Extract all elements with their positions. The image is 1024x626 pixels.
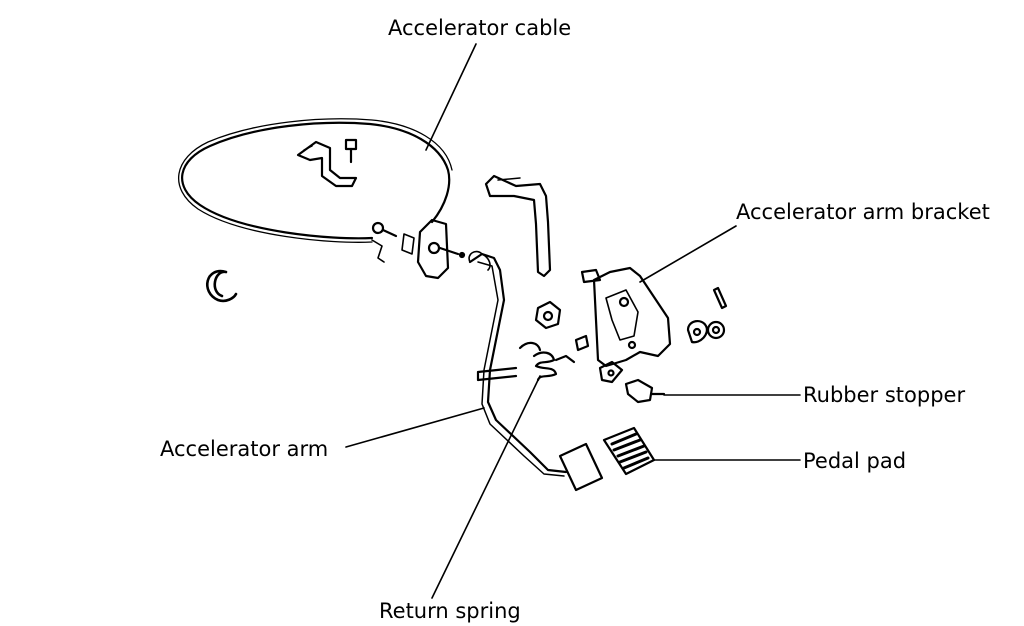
label-pedal-pad: Pedal pad	[803, 449, 907, 473]
label-accelerator-arm: Accelerator arm	[160, 437, 329, 461]
label-return-spring: Return spring	[379, 599, 521, 623]
bracket-bolt	[574, 334, 590, 352]
mounting-bracket	[484, 174, 552, 278]
label-rubber-stopper: Rubber stopper	[803, 383, 966, 407]
return-spring	[518, 341, 576, 382]
cotter-pin	[712, 286, 728, 310]
snap-ring	[206, 269, 238, 303]
cable-clip-bracket	[296, 138, 358, 188]
nut	[534, 300, 562, 330]
pivot-pin	[476, 366, 518, 382]
leader-accelerator-arm	[345, 407, 485, 448]
accelerator-arm	[468, 250, 568, 477]
label-accelerator-cable: Accelerator cable	[388, 16, 572, 40]
label-accelerator-arm-bracket: Accelerator arm bracket	[736, 200, 990, 224]
leader-accelerator-cable	[425, 43, 477, 151]
pedal-plate	[558, 442, 604, 492]
pedal-pad	[602, 426, 656, 476]
accelerator-cable	[178, 118, 453, 263]
leader-accelerator-arm-bracket	[639, 225, 737, 283]
leader-lines	[345, 43, 801, 599]
leader-return-spring	[431, 375, 541, 599]
small-bolt	[371, 221, 398, 238]
accelerator-arm-bracket	[580, 266, 672, 384]
washers	[686, 320, 726, 344]
cable-end-plate	[416, 218, 466, 280]
rubber-stopper	[624, 378, 666, 404]
